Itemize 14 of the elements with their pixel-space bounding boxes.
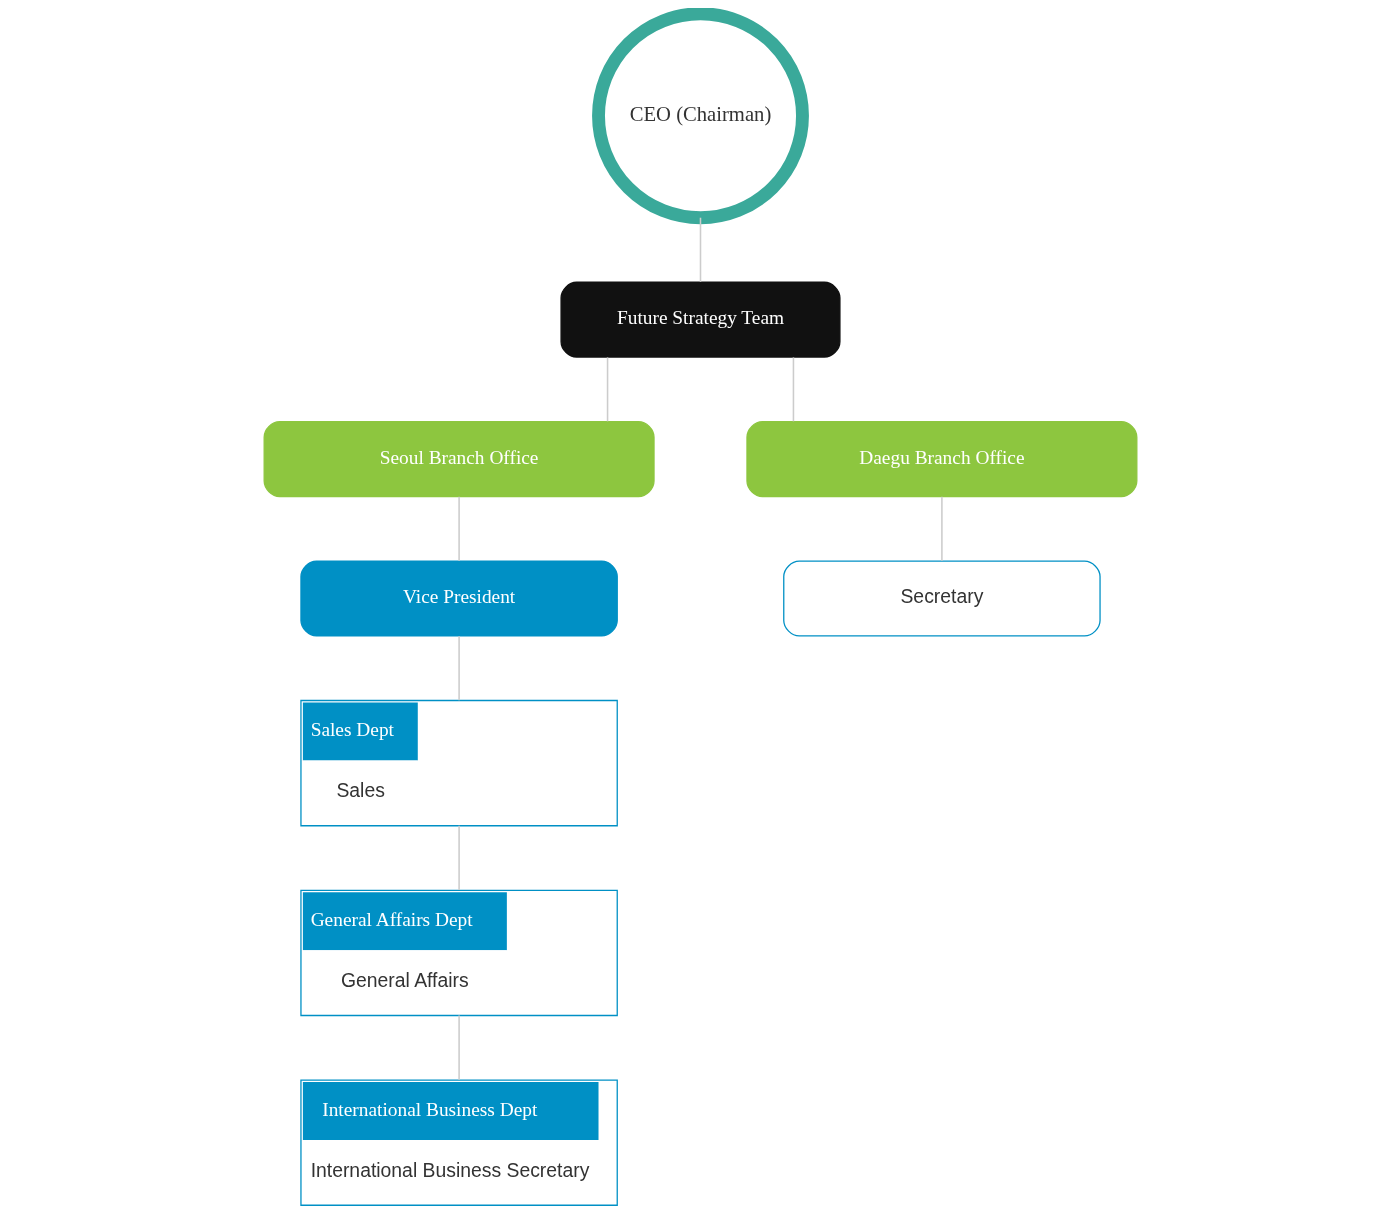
node-box: Secretary <box>782 560 1101 637</box>
connector <box>457 1014 460 1081</box>
connector <box>940 496 943 562</box>
connector <box>699 216 701 283</box>
node-box: Future Strategy Team <box>559 281 841 358</box>
connector <box>606 356 608 423</box>
node-box: Daegu Branch Office <box>745 421 1137 498</box>
connector <box>457 635 460 702</box>
connector <box>792 356 794 423</box>
node-box: Vice President <box>299 560 618 637</box>
connector <box>457 825 460 891</box>
node-circle: CEO (Chairman) <box>591 8 809 225</box>
connector <box>457 496 460 562</box>
node-box: Seoul Branch Office <box>263 421 655 498</box>
